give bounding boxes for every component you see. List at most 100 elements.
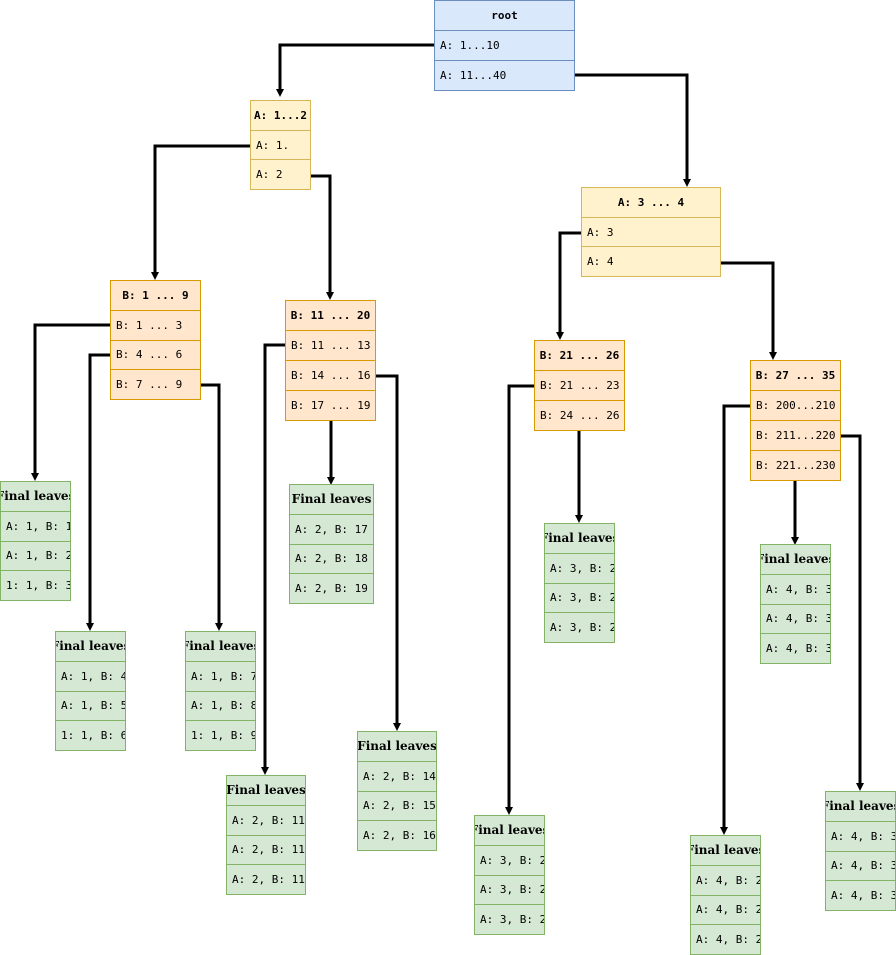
node-title: Final leaves (291, 492, 372, 507)
node-row: A: 4, B: 30 (826, 820, 895, 851)
edge-a12-b19 (151, 144, 250, 280)
node-row: A: 2, B: 18 (290, 543, 373, 574)
edge-b19-L2 (86, 353, 110, 631)
root-node: root A: 1...10 A: 11...40 (434, 0, 575, 91)
node-title: Final leaves (358, 739, 436, 754)
edge-b1120-L6 (375, 374, 401, 731)
edge-b2735-L10 (720, 404, 750, 835)
node-row: A: 1. (251, 129, 310, 160)
node-row: A: 2, B: 19 (290, 573, 373, 603)
leaf-node-11: Final leaves A: 4, B: 30 A: 4, B: 31 A: … (825, 791, 896, 911)
node-row: A: 4, B: 32 (826, 880, 895, 910)
node-row: A: 1, B: 4 (56, 660, 125, 691)
node-row: A: 4 (582, 246, 720, 276)
node-title: A: 3 ... 4 (617, 195, 685, 209)
edge-b1120-L4 (261, 343, 285, 775)
leaf-node-5: Final leaves A: 2, B: 17 A: 2, B: 18 A: … (289, 484, 374, 604)
node-row: A: 2, B: 16 (358, 820, 436, 850)
range-node-b2126: B: 21 ... 26 B: 21 ... 23 B: 24 ... 26 (534, 340, 625, 431)
range-node-b19: B: 1 ... 9 B: 1 ... 3 B: 4 ... 6 B: 7 ..… (110, 280, 201, 400)
node-row: 1: 1, B: 3 (1, 570, 70, 600)
node-title: Final leaves (186, 639, 255, 654)
node-row: B: 221...230 (751, 450, 840, 480)
node-title: Final leaves (691, 843, 760, 858)
leaf-node-3: Final leaves A: 1, B: 7 A: 1, B: 8 1: 1,… (185, 631, 256, 751)
node-row: A: 4, B: 34 (761, 603, 830, 634)
node-row: B: 17 ... 19 (286, 390, 375, 420)
node-row: 1: 1, B: 9 (186, 720, 255, 750)
node-title: Final leaves (56, 639, 125, 654)
node-row: A: 3, B: 22 (475, 874, 544, 905)
index-node-a34: A: 3 ... 4 A: 3 A: 4 (581, 187, 721, 277)
node-row: B: 211...220 (751, 420, 840, 450)
node-row: A: 2, B: 11 (227, 834, 305, 865)
leaf-node-9: Final leaves A: 4, B: 33 A: 4, B: 34 A: … (760, 544, 831, 664)
range-node-b1120: B: 11 ... 20 B: 11 ... 13 B: 14 ... 16 B… (285, 300, 376, 421)
node-title: B: 11 ... 20 (290, 309, 371, 322)
range-node-b2735: B: 27 ... 35 B: 200...210 B: 211...220 B… (750, 360, 841, 481)
node-row: B: 14 ... 16 (286, 360, 375, 390)
node-row: A: 3, B: 25 (545, 582, 614, 613)
node-row: A: 2 (251, 159, 310, 189)
node-row: B: 21 ... 23 (535, 370, 624, 400)
node-row: B: 11 ... 13 (286, 330, 375, 360)
node-row: A: 3 (582, 216, 720, 247)
leaf-node-6: Final leaves A: 2, B: 14 A: 2, B: 15 A: … (357, 731, 437, 851)
node-row: A: 2, B: 14 (358, 760, 436, 791)
root-title: root (491, 9, 518, 22)
leaf-node-4: Final leaves A: 2, B: 11 A: 2, B: 11 A: … (226, 775, 306, 895)
root-row: A: 1...10 (435, 30, 574, 60)
node-row: A: 2, B: 17 (290, 513, 373, 544)
node-title: Final leaves (475, 823, 544, 838)
leaf-node-10: Final leaves A: 4, B: 27 A: 4, B: 28 A: … (690, 835, 761, 955)
node-title: Final leaves (826, 799, 895, 814)
leaf-node-2: Final leaves A: 1, B: 4 A: 1, B: 5 1: 1,… (55, 631, 126, 751)
node-title: B: 21 ... 26 (539, 349, 620, 362)
node-title: Final leaves (545, 531, 614, 546)
edge-b2735-L11 (840, 434, 864, 791)
node-row: A: 4, B: 27 (691, 864, 760, 895)
index-node-a12: A: 1...2 A: 1. A: 2 (250, 100, 311, 190)
node-row: A: 2, B: 11 (227, 864, 305, 894)
edge-b19-L1 (31, 323, 110, 481)
node-row: A: 2, B: 11 (227, 804, 305, 835)
edge-a34-b2126 (556, 231, 581, 340)
node-row: A: 3, B: 23 (475, 904, 544, 934)
node-title: B: 1 ... 9 (122, 288, 189, 302)
leaf-node-1: Final leaves A: 1, B: 1 A: 1, B: 2 1: 1,… (0, 481, 71, 601)
node-row: A: 1, B: 5 (56, 690, 125, 721)
node-title: Final leaves (227, 783, 305, 798)
node-row: 1: 1, B: 6 (56, 720, 125, 750)
node-row: A: 4, B: 35 (761, 633, 830, 663)
root-row: A: 11...40 (435, 60, 574, 90)
node-row: A: 3, B: 21 (475, 844, 544, 875)
node-row: B: 24 ... 26 (535, 400, 624, 430)
edge-b19-L3 (200, 383, 223, 631)
node-row: A: 4, B: 29 (691, 924, 760, 954)
node-row: B: 7 ... 9 (111, 369, 200, 399)
leaf-node-7: Final leaves A: 3, B: 24 A: 3, B: 25 A: … (544, 523, 615, 643)
node-title: B: 27 ... 35 (755, 369, 836, 382)
edge-a34-b2735 (721, 261, 777, 360)
node-row: B: 4 ... 6 (111, 339, 200, 370)
node-row: A: 4, B: 33 (761, 573, 830, 604)
edge-b2126-L8 (505, 384, 534, 815)
node-title: A: 1...2 (254, 108, 307, 122)
node-row: B: 200...210 (751, 390, 840, 420)
node-row: A: 1, B: 7 (186, 660, 255, 691)
node-row: A: 1, B: 2 (1, 540, 70, 571)
node-row: A: 2, B: 15 (358, 790, 436, 821)
edge-root-a34 (575, 73, 691, 187)
node-row: A: 3, B: 26 (545, 612, 614, 642)
node-row: A: 1, B: 8 (186, 690, 255, 721)
node-row: B: 1 ... 3 (111, 309, 200, 340)
node-row: A: 4, B: 31 (826, 850, 895, 881)
node-row: A: 3, B: 24 (545, 552, 614, 583)
node-row: A: 4, B: 28 (691, 894, 760, 925)
node-title: Final leaves (761, 552, 830, 567)
node-title: Final leaves (1, 489, 70, 504)
edge-a12-b1120 (310, 174, 334, 300)
leaf-node-8: Final leaves A: 3, B: 21 A: 3, B: 22 A: … (474, 815, 545, 935)
node-row: A: 1, B: 1 (1, 510, 70, 541)
